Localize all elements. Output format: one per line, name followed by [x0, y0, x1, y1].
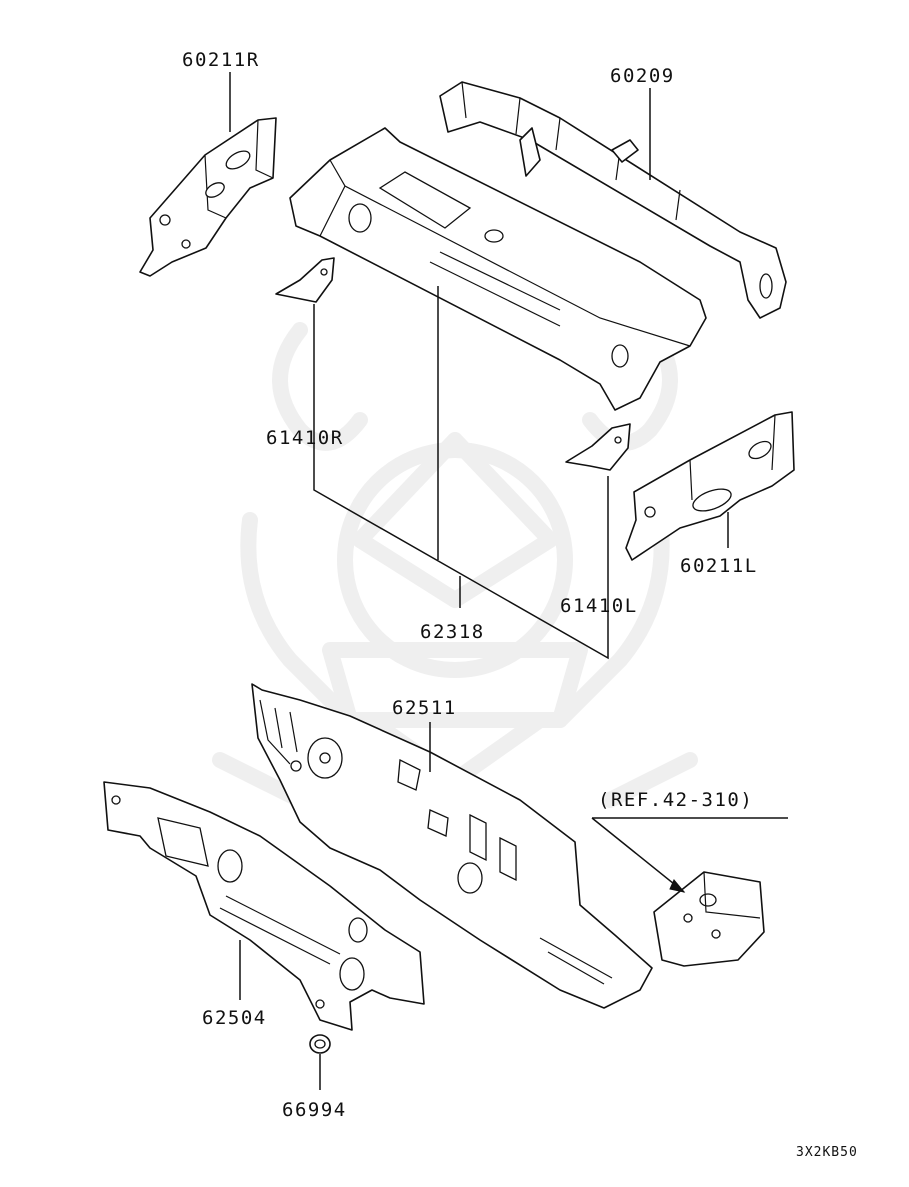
label-62318: 62318 — [420, 621, 485, 643]
diagram-code: 3X2KB50 — [796, 1145, 858, 1160]
part-ref-42-310-shape — [653, 871, 765, 967]
label-60209: 60209 — [610, 65, 675, 87]
part-66994-shape — [309, 1034, 331, 1054]
part-60211L-shape — [625, 411, 795, 561]
part-60211R-shape — [139, 117, 277, 277]
part-61410R-shape — [275, 257, 335, 303]
label-62504: 62504 — [202, 1007, 267, 1029]
label-61410L: 61410L — [560, 595, 638, 617]
label-62511: 62511 — [392, 697, 457, 719]
part-62511-shape — [251, 683, 653, 1009]
label-60211L: 60211L — [680, 555, 758, 577]
label-ref-42-310: (REF.42-310) — [598, 789, 753, 811]
part-60209-shape — [439, 81, 787, 319]
part-62318-shape — [289, 127, 707, 411]
leader-lines — [229, 72, 788, 1090]
part-62504-shape — [103, 781, 425, 1031]
label-60211R: 60211R — [182, 49, 260, 71]
label-66994: 66994 — [282, 1099, 347, 1121]
part-61410L-shape — [565, 423, 631, 471]
label-61410R: 61410R — [266, 427, 344, 449]
